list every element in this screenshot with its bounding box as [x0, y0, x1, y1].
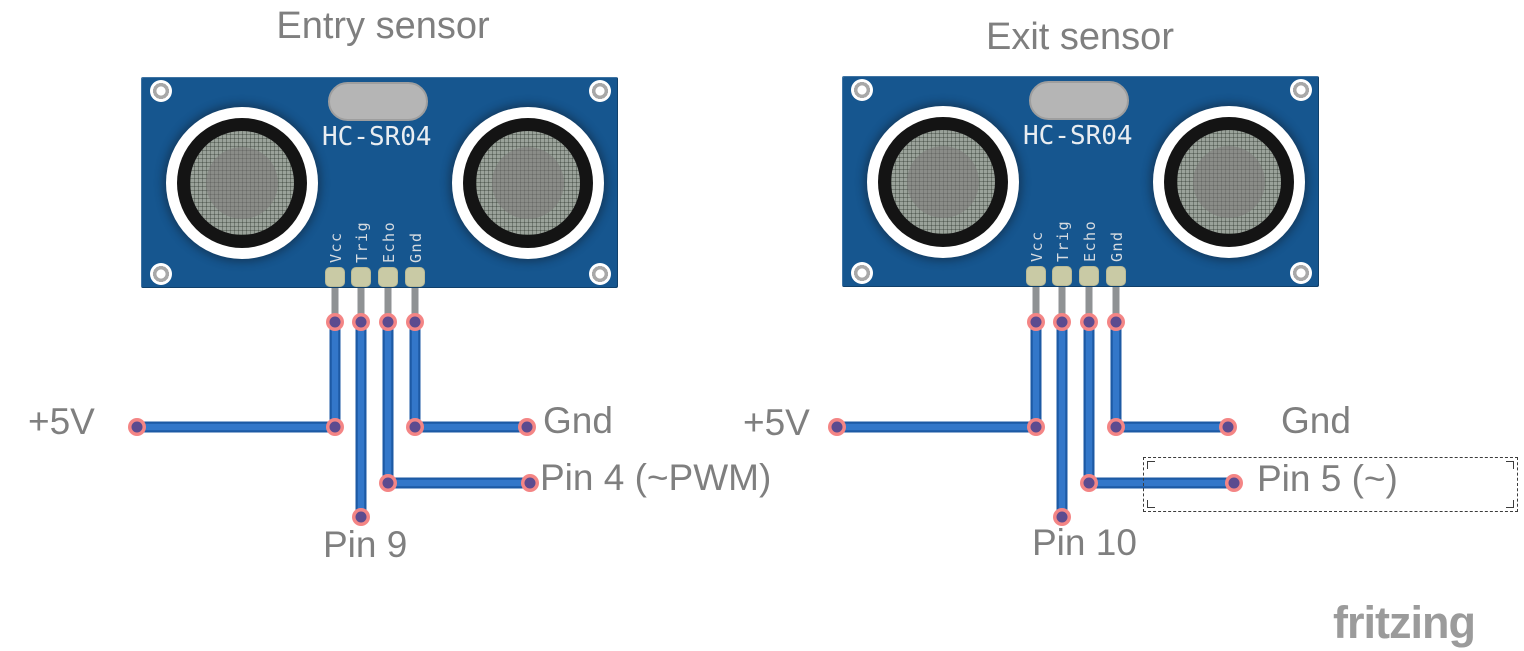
exit-sensor-title[interactable]: Exit sensor [986, 16, 1174, 58]
wire-entry-trig-to-pin9-endpoint[interactable] [355, 316, 367, 328]
pad-echo[interactable] [1079, 266, 1099, 286]
wire-exit-gnd-to-gnd-endpoint[interactable] [1222, 421, 1234, 433]
label-entry-5v[interactable]: +5V [28, 401, 95, 442]
pin-label-echo: Echo [380, 220, 398, 263]
entry-sensor-title[interactable]: Entry sensor [276, 5, 490, 47]
selection-corner [1506, 461, 1514, 469]
wire-exit-trig-to-pin10-endpoint[interactable] [1056, 316, 1068, 328]
transducer-ring [177, 118, 307, 248]
transducer-mesh-center [206, 147, 278, 219]
pad-gnd[interactable] [1106, 266, 1126, 286]
label-exit-pin5[interactable]: Pin 5 (~) [1257, 458, 1398, 499]
crystal-oscillator [1029, 81, 1129, 120]
wire-entry-vcc-to-5v-endpoint[interactable] [131, 421, 143, 433]
crystal-oscillator [328, 82, 428, 121]
sensor-entry-board[interactable]: HC-SR04 Vcc Trig Echo Gnd [141, 77, 618, 288]
wire-entry-echo-to-pin4-endpoint[interactable] [524, 477, 536, 489]
transducer-transmitter [867, 106, 1019, 258]
wire-entry-vcc-to-5v-endpoint[interactable] [329, 421, 341, 433]
transducer-mesh-center [1193, 146, 1265, 218]
pad-trig[interactable] [351, 267, 371, 287]
transducer-mesh [891, 130, 995, 234]
wire-entry-gnd-to-gnd-endpoint[interactable] [521, 421, 533, 433]
transducer-mesh [190, 131, 294, 235]
wire-exit-vcc-to-5v-endpoint[interactable] [1030, 421, 1042, 433]
fritzing-logo: fritzing [1333, 597, 1476, 648]
wire-entry-echo-to-pin4-endpoint[interactable] [382, 477, 394, 489]
wire-entry-gnd-to-gnd-endpoint[interactable] [409, 421, 421, 433]
wire-exit-trig-to-pin10-endpoint[interactable] [1056, 511, 1068, 523]
pad-echo[interactable] [378, 267, 398, 287]
transducer-ring [463, 118, 593, 248]
selection-corner [1506, 500, 1514, 508]
pad-vcc[interactable] [325, 267, 345, 287]
transducer-receiver [1153, 106, 1305, 258]
wire-entry-echo-to-pin4[interactable] [384, 322, 530, 487]
wire-entry-echo-to-pin4-endpoint[interactable] [382, 316, 394, 328]
transducer-ring [1164, 117, 1294, 247]
pin-label-gnd: Gnd [407, 231, 425, 263]
pin-label-vcc: Vcc [327, 231, 345, 263]
wire-exit-echo-to-pin5-endpoint[interactable] [1083, 316, 1095, 328]
label-entry-pin4[interactable]: Pin 4 (~PWM) [540, 457, 772, 498]
wire-exit-vcc-to-5v-endpoint[interactable] [1030, 316, 1042, 328]
wire-exit-gnd-to-gnd-endpoint[interactable] [1110, 421, 1122, 433]
transducer-mesh [1177, 130, 1281, 234]
selection-corner [1147, 500, 1155, 508]
wire-exit-gnd-to-gnd-endpoint[interactable] [1110, 316, 1122, 328]
mounting-hole [150, 80, 172, 102]
label-entry-pin9[interactable]: Pin 9 [323, 524, 408, 565]
mounting-hole [851, 79, 873, 101]
label-entry-gnd[interactable]: Gnd [543, 400, 613, 441]
wire-exit-vcc-to-5v[interactable] [837, 322, 1040, 431]
selection-corner [1147, 461, 1155, 469]
wire-entry-gnd-to-gnd[interactable] [411, 322, 527, 431]
wire-entry-vcc-to-5v[interactable] [137, 322, 339, 431]
wire-exit-gnd-to-gnd[interactable] [1112, 322, 1228, 431]
wire-entry-trig-to-pin9-endpoint[interactable] [355, 511, 367, 523]
wire-entry-echo-to-pin4-outline [382, 322, 530, 489]
mounting-hole [150, 263, 172, 285]
transducer-transmitter [166, 107, 318, 259]
sensor-exit-board[interactable]: HC-SR04 Vcc Trig Echo Gnd [842, 76, 1319, 287]
wire-entry-vcc-to-5v-endpoint[interactable] [329, 316, 341, 328]
wire-exit-echo-to-pin5-endpoint[interactable] [1228, 477, 1240, 489]
label-exit-5v[interactable]: +5V [743, 402, 810, 443]
pad-gnd[interactable] [405, 267, 425, 287]
mounting-hole [589, 263, 611, 285]
transducer-receiver [452, 107, 604, 259]
pin-label-trig: Trig [1054, 219, 1072, 262]
wire-exit-vcc-to-5v-endpoint[interactable] [831, 421, 843, 433]
selection-rect [1143, 457, 1518, 512]
label-exit-gnd[interactable]: Gnd [1281, 400, 1351, 441]
transducer-mesh-center [492, 147, 564, 219]
pin-label-gnd: Gnd [1108, 230, 1126, 262]
wire-entry-gnd-to-gnd-outline [409, 322, 527, 433]
mounting-hole [1290, 79, 1312, 101]
pin-label-echo: Echo [1081, 219, 1099, 262]
transducer-mesh-center [907, 146, 979, 218]
mounting-hole [589, 80, 611, 102]
wire-exit-echo-to-pin5-endpoint[interactable] [1083, 477, 1095, 489]
wire-exit-vcc-to-5v-outline [837, 322, 1042, 433]
wire-exit-gnd-to-gnd-outline [1110, 322, 1228, 433]
label-exit-pin10[interactable]: Pin 10 [1032, 522, 1137, 563]
wire-entry-gnd-to-gnd-endpoint[interactable] [409, 316, 421, 328]
chip-label: HC-SR04 [322, 122, 432, 152]
chip-label: HC-SR04 [1023, 121, 1133, 151]
mounting-hole [1290, 262, 1312, 284]
pin-label-vcc: Vcc [1028, 230, 1046, 262]
mounting-hole [851, 262, 873, 284]
transducer-ring [878, 117, 1008, 247]
pad-trig[interactable] [1052, 266, 1072, 286]
transducer-mesh [476, 131, 580, 235]
pad-vcc[interactable] [1026, 266, 1046, 286]
pin-label-trig: Trig [353, 220, 371, 263]
wire-entry-vcc-to-5v-outline [137, 322, 341, 433]
